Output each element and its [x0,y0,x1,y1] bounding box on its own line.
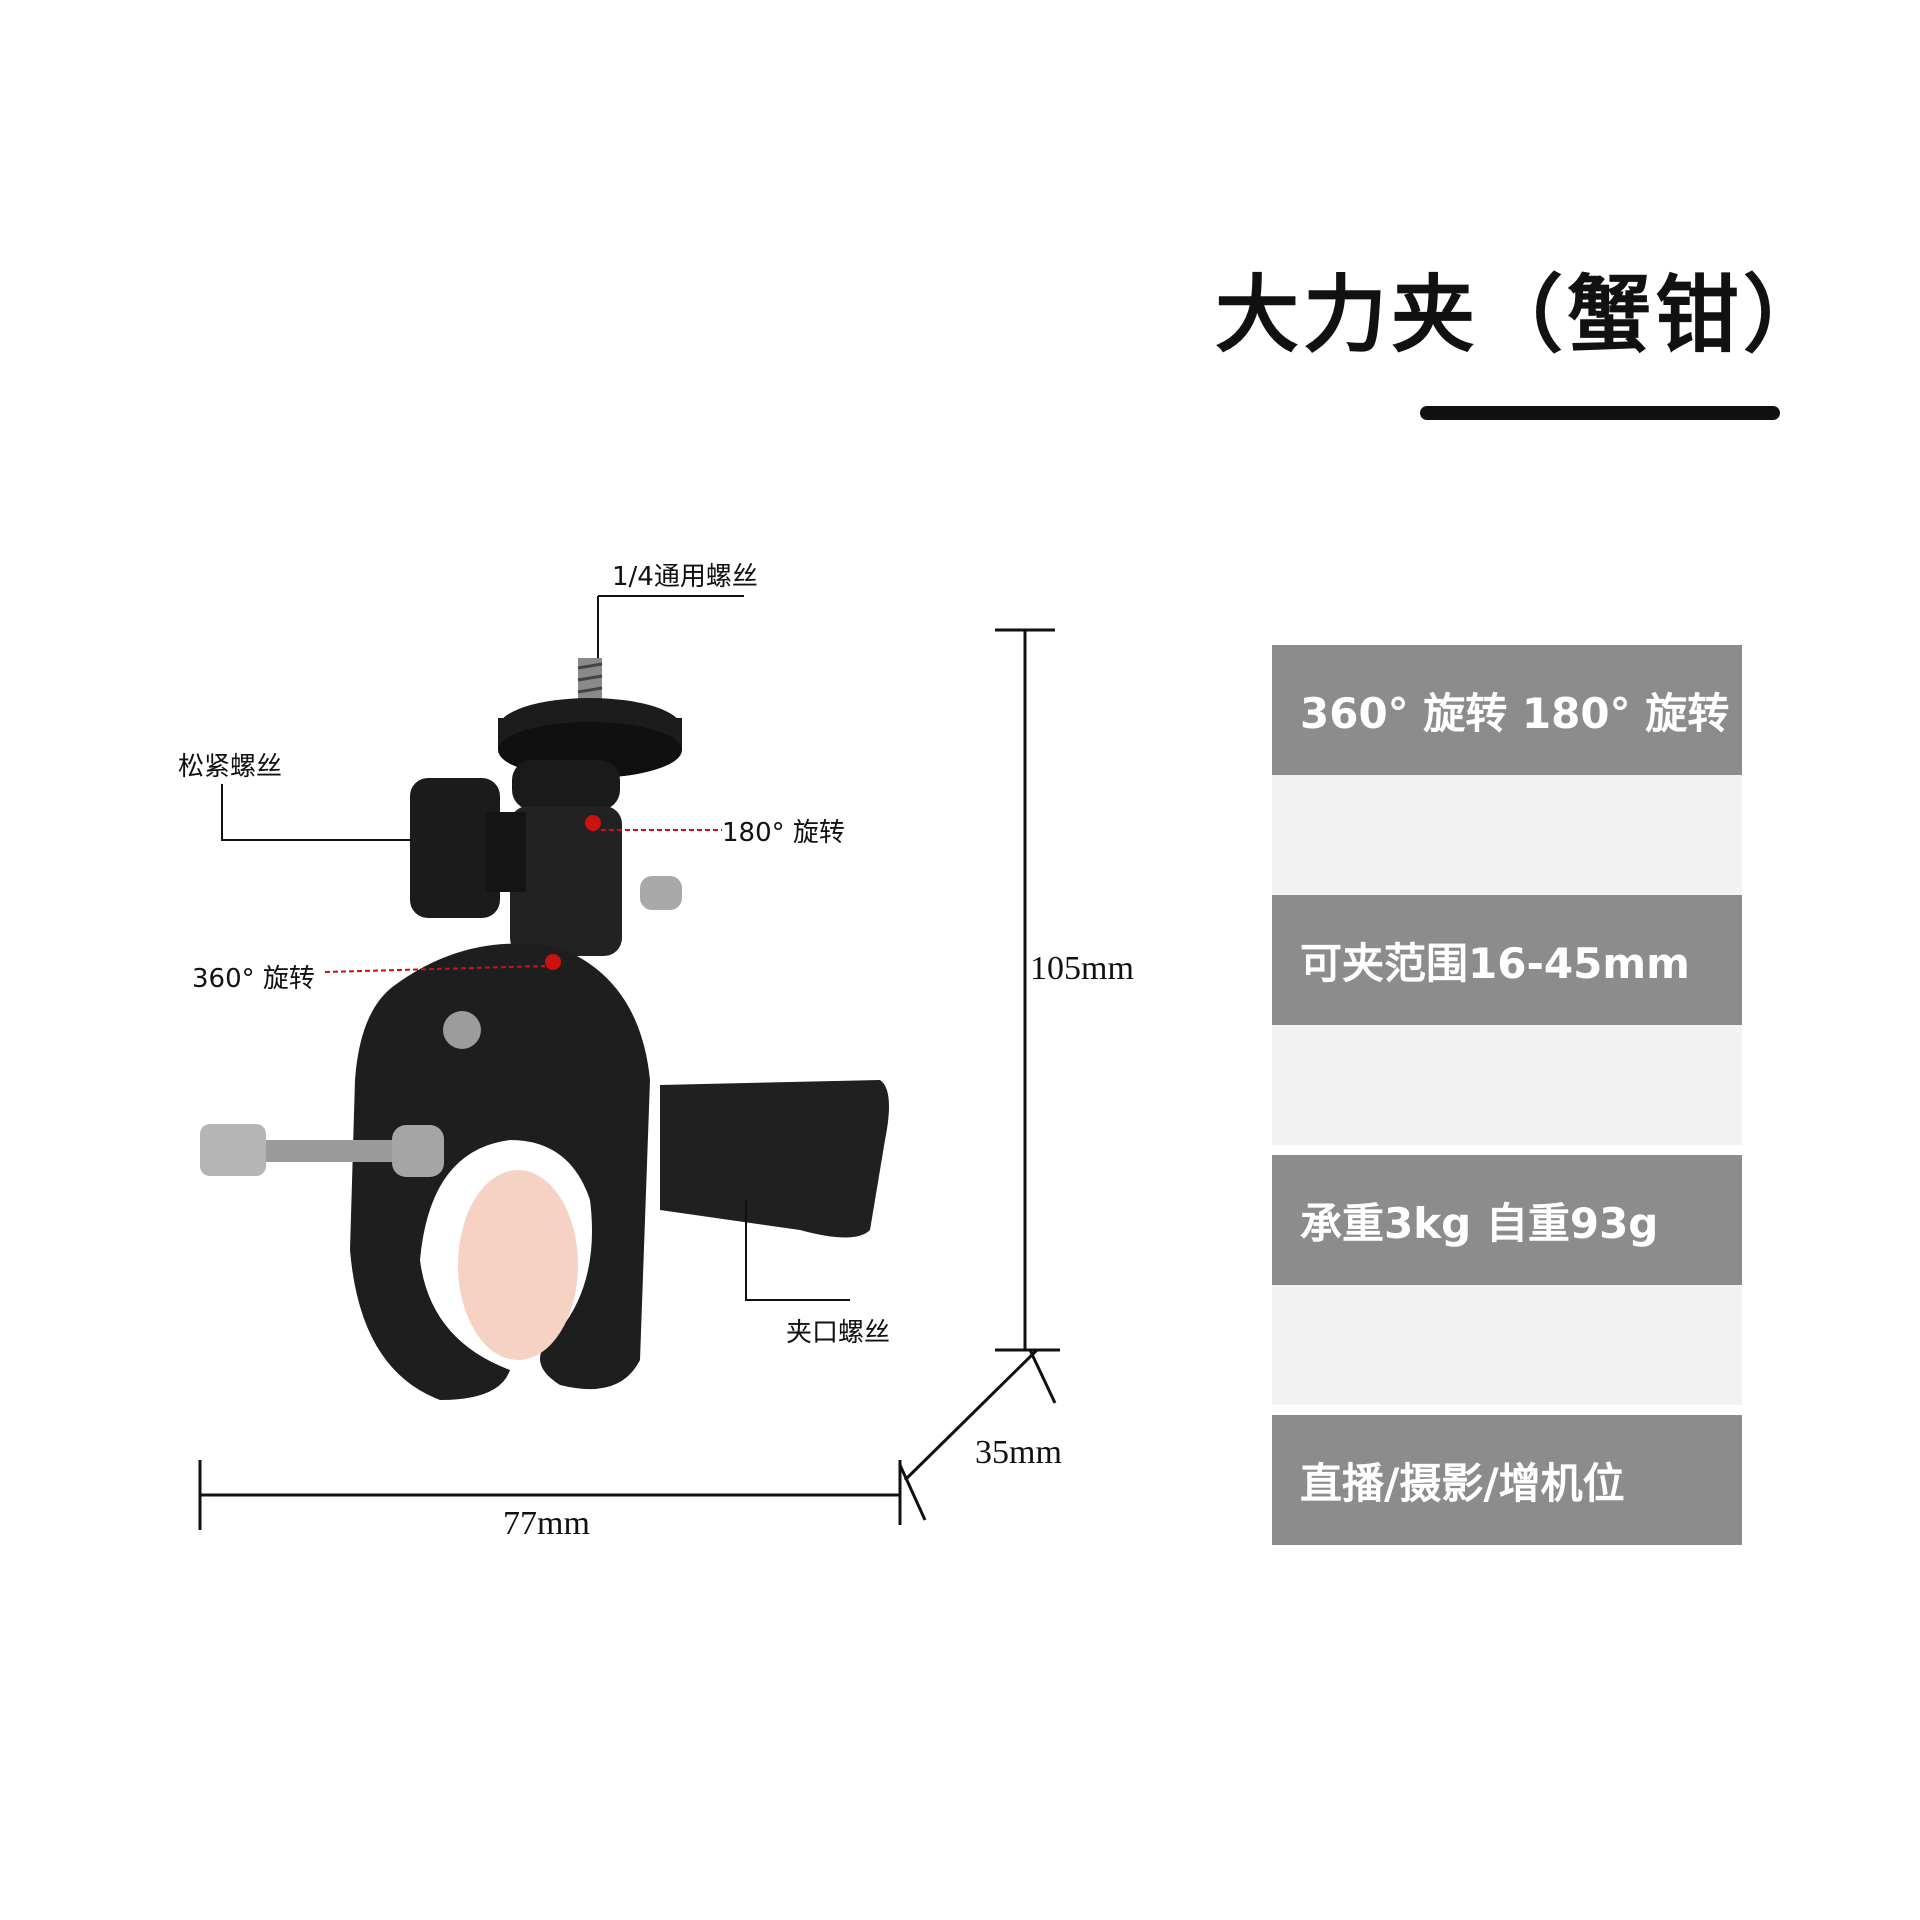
rivet-icon [443,1011,481,1049]
bolt-end [640,876,682,910]
callout-rotate-180: 180° 旋转 [722,818,845,848]
swivel-joint [510,806,622,956]
clamp-jaw [660,1080,889,1238]
clamp-pad [458,1170,578,1360]
width-dimension-line [198,1460,902,1530]
tighten-knob-icon [410,778,526,918]
spec-divider [1272,1285,1742,1405]
callout-rotate-360: 360° 旋转 [192,964,315,994]
height-dimension-line [995,628,1060,1352]
swivel-neck [512,760,620,810]
callout-quarter-screw: 1/4通用螺丝 [612,562,758,592]
rotation-180-marker-icon [585,815,601,831]
depth-label: 35mm [975,1434,1062,1471]
threaded-rod-icon [200,1124,444,1177]
spec-usage: 直播/摄影/增机位 [1272,1415,1742,1545]
rotation-360-marker-icon [545,954,561,970]
spec-divider [1272,1025,1742,1145]
spec-clamp-range: 可夹范围16-45mm [1272,895,1742,1025]
spec-divider [1272,775,1742,895]
callout-jaw-screw: 夹口螺丝 [786,1318,891,1348]
spec-load-weight: 承重3kg 自重93g [1272,1155,1742,1285]
height-label: 105mm [1030,950,1134,987]
page-title: 大力夹（蟹钳） [1215,266,1832,364]
title-underline [1420,406,1780,420]
callout-tighten-screw: 松紧螺丝 [178,752,283,782]
width-label: 77mm [503,1505,590,1542]
clamp-body [350,943,650,1400]
spec-rotation: 360° 旋转 180° 旋转 [1272,645,1742,775]
depth-dimension-line [898,1348,1057,1521]
